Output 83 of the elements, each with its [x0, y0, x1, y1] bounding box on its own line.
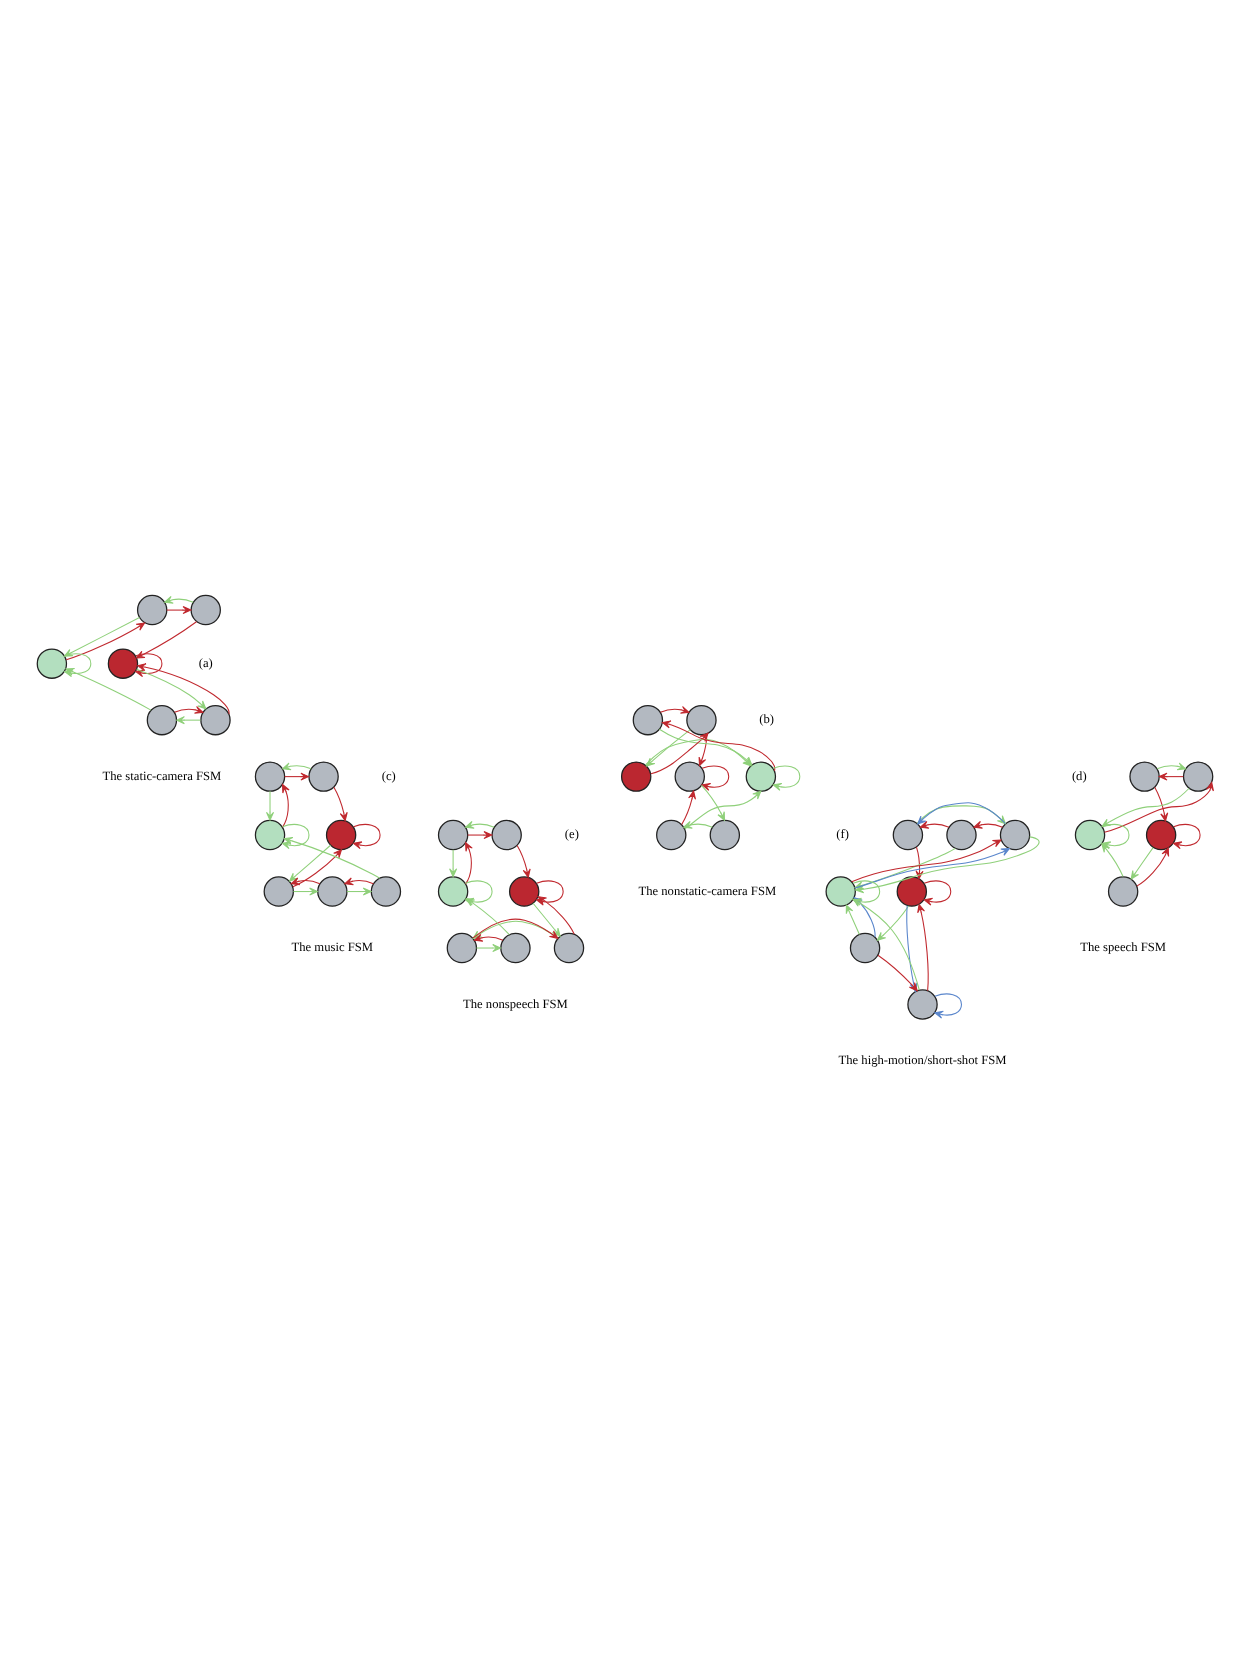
arrow	[281, 822, 310, 849]
arrow	[283, 835, 381, 878]
arrow	[449, 848, 458, 877]
arrow	[352, 822, 381, 849]
arrow	[845, 903, 860, 934]
arrow	[1154, 785, 1169, 821]
node-circle	[892, 818, 924, 850]
node-circle	[709, 818, 741, 850]
node-circle	[946, 818, 977, 850]
node-circle	[1074, 818, 1106, 850]
node-circle	[849, 931, 881, 963]
arrow	[476, 943, 502, 952]
arrow	[700, 783, 726, 820]
node-circle	[632, 703, 664, 735]
node-circle	[308, 760, 339, 791]
node-circle	[896, 875, 928, 906]
node-circle	[190, 593, 221, 625]
arrow	[344, 876, 374, 885]
node-circle	[1129, 760, 1160, 791]
node-circle	[553, 931, 585, 963]
arrow	[1130, 846, 1154, 879]
arrow	[661, 719, 776, 771]
arrow	[681, 789, 697, 825]
arrow	[289, 843, 332, 881]
arrow	[265, 789, 275, 820]
node-circle	[500, 931, 531, 963]
node-circle	[263, 875, 295, 906]
arrow	[346, 886, 372, 895]
arrow	[176, 715, 202, 724]
node-circle	[254, 760, 286, 791]
node-circle	[907, 988, 938, 1019]
arrow	[698, 732, 708, 766]
node-circle	[36, 647, 68, 678]
node-circle	[317, 875, 348, 906]
node-circle	[136, 593, 168, 625]
arrow	[650, 731, 709, 774]
arrow	[1136, 846, 1170, 886]
node-circle	[200, 703, 231, 735]
node-circle	[146, 703, 178, 735]
node-circle	[437, 818, 469, 850]
arrow	[917, 902, 929, 991]
arrow	[290, 876, 321, 885]
arrow	[1172, 822, 1201, 849]
arrow	[292, 886, 318, 895]
node-circle	[1145, 818, 1177, 850]
node-circle	[254, 818, 286, 850]
node-circle	[686, 703, 717, 735]
node-circle	[620, 760, 652, 791]
arrow	[532, 901, 561, 936]
arrow	[281, 783, 290, 827]
node-circle	[446, 931, 478, 963]
arrow	[467, 830, 493, 839]
arrow	[934, 992, 962, 1018]
arrow	[919, 819, 950, 828]
arrow	[701, 764, 730, 790]
arrow	[473, 932, 504, 941]
node-circle	[491, 818, 522, 850]
arrow	[282, 761, 312, 770]
node-circle	[107, 647, 139, 678]
node-circle	[745, 760, 777, 791]
arrow	[333, 785, 348, 821]
arrow	[973, 819, 1004, 828]
arrow	[166, 605, 192, 614]
node-circle	[508, 875, 540, 906]
node-circle	[437, 875, 469, 906]
node-circle	[370, 875, 402, 906]
arrow	[164, 594, 194, 603]
arrow	[465, 819, 495, 828]
node-circle	[325, 818, 357, 850]
arrow	[772, 764, 801, 790]
arrow	[876, 904, 910, 940]
node-circle	[1107, 875, 1139, 906]
arrow	[173, 705, 204, 713]
arrow	[923, 879, 952, 905]
arrow	[516, 844, 531, 877]
node-circle	[674, 760, 705, 791]
node-circle	[999, 818, 1031, 850]
arrow	[1156, 761, 1187, 770]
node-circle	[656, 818, 687, 850]
arrow	[465, 841, 473, 884]
arrow	[292, 848, 342, 887]
node-circle	[825, 875, 856, 906]
arrow	[659, 705, 690, 713]
